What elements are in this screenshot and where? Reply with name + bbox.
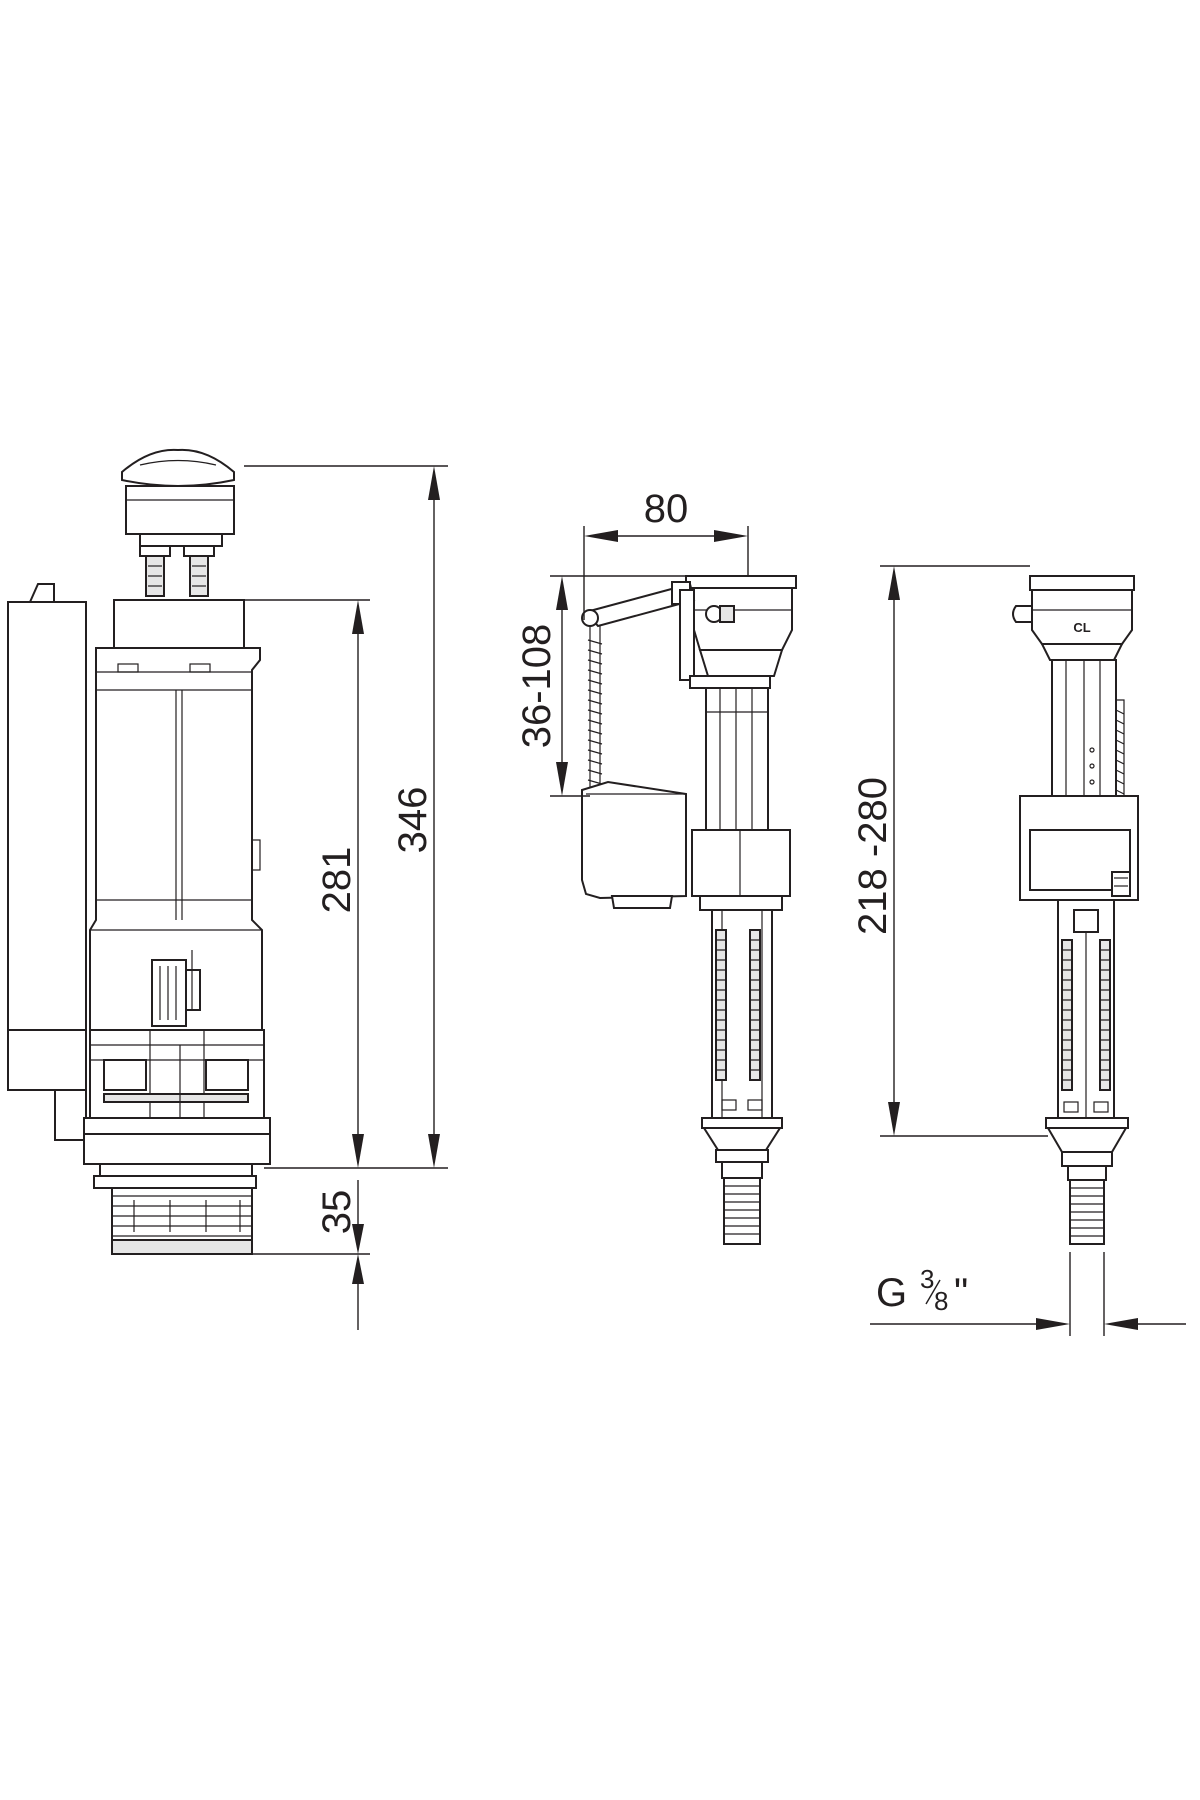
overflow-tube bbox=[7, 601, 87, 1033]
front-lower-tube bbox=[1057, 899, 1115, 1119]
thread-size-label: G 3 8 " bbox=[876, 1264, 968, 1316]
dim-80-label: 80 bbox=[644, 487, 689, 531]
fill-front-dimensions: 218 -280 G 3 8 " bbox=[851, 565, 1186, 1336]
front-inlet-thread bbox=[1069, 1179, 1105, 1245]
fill-valve-front: CL bbox=[1012, 575, 1139, 1245]
thread-unit: " bbox=[954, 1271, 968, 1315]
overflow-tab bbox=[28, 583, 55, 603]
push-button bbox=[121, 448, 235, 597]
thread-denominator: 8 bbox=[934, 1286, 948, 1316]
cl-label: CL bbox=[1073, 620, 1090, 635]
fill-valve-side bbox=[581, 575, 797, 1245]
dim-35-label: 35 bbox=[315, 1190, 359, 1235]
valve-base bbox=[83, 1117, 271, 1255]
valve-cage bbox=[89, 1029, 265, 1119]
inlet-thread bbox=[723, 1177, 761, 1245]
dim-281-label: 281 bbox=[315, 847, 359, 914]
overflow-base bbox=[7, 1029, 87, 1091]
flush-valve bbox=[7, 448, 271, 1255]
float-spring bbox=[587, 626, 603, 790]
valve-cap bbox=[113, 599, 245, 649]
fill-side-dimensions: 80 36-108 bbox=[515, 487, 749, 797]
valve-body bbox=[89, 647, 263, 1031]
thread-numerator: 3 bbox=[920, 1264, 934, 1294]
height-adjust-tube bbox=[711, 909, 773, 1119]
dim-218-280-label: 218 -280 bbox=[851, 777, 895, 935]
float-clamp bbox=[691, 829, 791, 897]
valve-thread bbox=[111, 1187, 253, 1255]
fill-valve-tube bbox=[705, 687, 769, 839]
flush-dimensions: 346 281 35 bbox=[244, 465, 448, 1330]
dim-36-108-label: 36-108 bbox=[515, 624, 559, 749]
thread-prefix: G bbox=[876, 1271, 907, 1315]
dim-346-label: 346 bbox=[391, 787, 435, 854]
float bbox=[581, 780, 687, 909]
